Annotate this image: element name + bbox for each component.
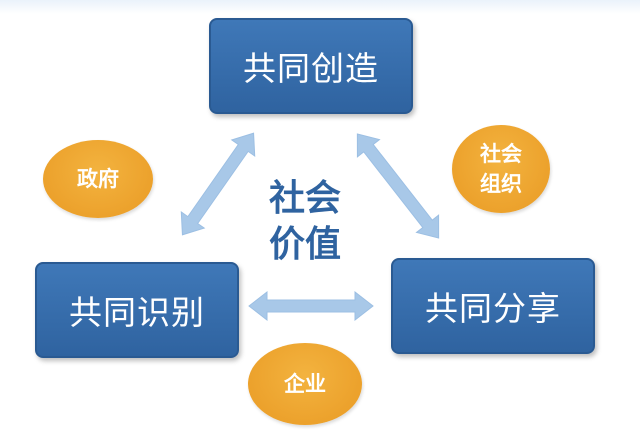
node-co-identify: 共同识别 xyxy=(35,262,239,358)
oval-social-org-label: 社会组织 xyxy=(480,142,522,196)
center-label: 社会 价值 xyxy=(255,176,355,268)
node-co-create: 共同创造 xyxy=(209,18,413,114)
oval-company-label: 企业 xyxy=(284,372,326,396)
node-co-create-label: 共同创造 xyxy=(243,49,379,88)
top-band xyxy=(0,0,640,14)
oval-social-org: 社会组织 xyxy=(452,125,550,213)
oval-government: 政府 xyxy=(43,140,153,218)
arrow-bottom xyxy=(248,290,374,322)
arrow-top-right xyxy=(356,133,440,239)
center-label-line1: 社会 xyxy=(268,178,341,219)
center-label-line2: 价值 xyxy=(268,224,341,265)
node-co-identify-label: 共同识别 xyxy=(69,293,205,332)
node-co-share-label: 共同分享 xyxy=(425,289,561,328)
arrow-top-left xyxy=(180,132,256,236)
oval-government-label: 政府 xyxy=(77,167,119,191)
oval-company: 企业 xyxy=(248,343,362,425)
node-co-share: 共同分享 xyxy=(391,258,595,354)
